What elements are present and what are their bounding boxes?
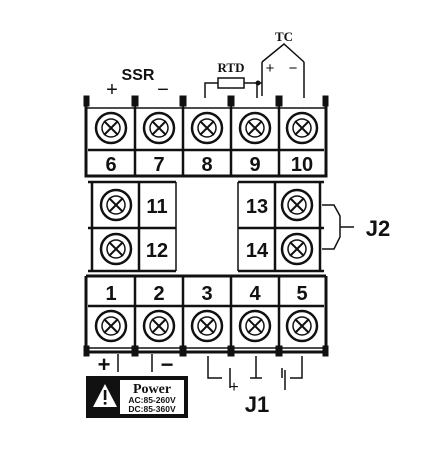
j2-bracket xyxy=(322,204,354,250)
left-terminal-block xyxy=(88,180,177,273)
power-leads xyxy=(117,354,153,372)
warning-icon xyxy=(93,384,117,407)
tc-minus-sign: − xyxy=(289,60,298,77)
terminal-number-9: 9 xyxy=(249,154,260,176)
rtd-resistor-symbol xyxy=(217,77,245,89)
rtd-tc-wiring xyxy=(204,43,305,98)
top-terminal-block xyxy=(83,95,329,178)
screw-1 xyxy=(94,309,128,343)
j1-plus-sign: + xyxy=(229,379,238,396)
power-dc-range: DC:85-360V xyxy=(128,404,176,414)
power-minus-sign: − xyxy=(161,352,174,377)
tc-plus-sign: + xyxy=(266,60,275,77)
screw-14 xyxy=(280,232,314,266)
tc-label: TC xyxy=(275,29,293,44)
terminal-number-10: 10 xyxy=(291,154,313,176)
rtd-junction-dot xyxy=(255,80,261,86)
terminal-number-11: 11 xyxy=(146,196,167,218)
terminal-number-3: 3 xyxy=(201,283,212,305)
rtd-label: RTD xyxy=(218,60,245,75)
bottom-terminal-block xyxy=(83,274,329,357)
terminal-number-2: 2 xyxy=(153,283,164,305)
j1-bracket xyxy=(207,356,303,390)
screw-4 xyxy=(238,309,272,343)
screw-6 xyxy=(94,111,128,145)
terminal-number-5: 5 xyxy=(296,283,307,305)
ssr-minus-sign: − xyxy=(157,79,169,101)
screw-9 xyxy=(238,111,272,145)
terminal-number-1: 1 xyxy=(105,283,116,305)
power-ac-range: AC:85-260V xyxy=(128,395,176,405)
power-label-box: Power AC:85-260V DC:85-360V xyxy=(86,376,188,418)
screw-10 xyxy=(285,111,319,145)
terminal-number-12: 12 xyxy=(146,240,168,262)
terminal-number-6: 6 xyxy=(105,154,116,176)
screw-3 xyxy=(190,309,224,343)
terminal-number-4: 4 xyxy=(249,283,261,305)
power-plus-sign: + xyxy=(98,352,111,377)
terminal-number-7: 7 xyxy=(153,154,164,176)
j2-label: J2 xyxy=(366,216,390,241)
screw-11 xyxy=(99,188,133,222)
power-title: Power xyxy=(133,382,171,397)
terminal-numbers: 6 7 8 9 10 11 12 13 14 1 2 3 4 5 xyxy=(105,154,313,305)
ssr-label: SSR xyxy=(122,67,155,84)
ssr-plus-sign: + xyxy=(106,79,118,101)
screw-5 xyxy=(285,309,319,343)
screw-13 xyxy=(280,188,314,222)
j1-label: J1 xyxy=(245,392,269,417)
screw-8 xyxy=(190,111,224,145)
terminal-number-13: 13 xyxy=(246,196,268,218)
screw-7 xyxy=(142,111,176,145)
screw-2 xyxy=(142,309,176,343)
right-terminal-block xyxy=(237,180,324,273)
screw-12 xyxy=(99,232,133,266)
terminal-number-14: 14 xyxy=(246,240,269,262)
terminal-number-8: 8 xyxy=(201,154,212,176)
